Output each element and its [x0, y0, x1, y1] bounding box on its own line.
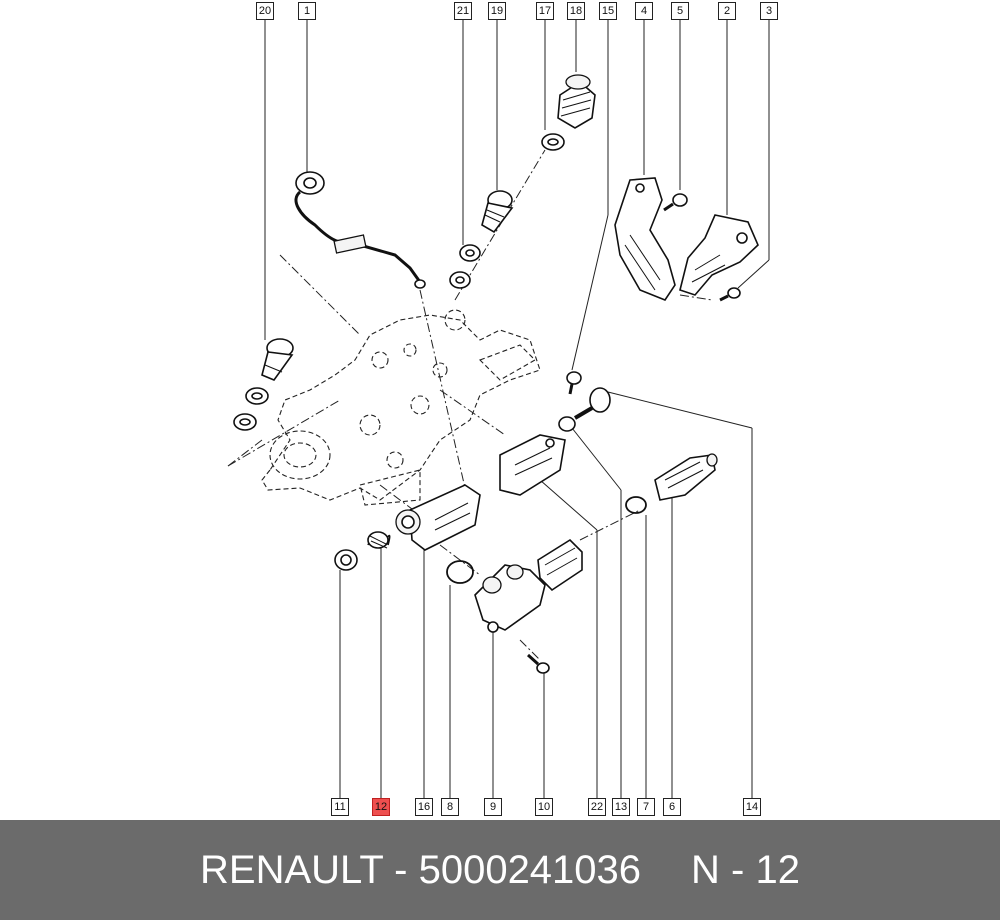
callout-18: 18	[567, 2, 585, 20]
callout-22: 22	[588, 798, 606, 816]
callout-10: 10	[535, 798, 553, 816]
part-16-housing	[395, 484, 481, 551]
callout-11: 11	[331, 798, 349, 816]
part-15-screw	[566, 371, 582, 395]
callout-4: 4	[635, 2, 653, 20]
part-10-screw	[526, 653, 550, 674]
position-label: N - 12	[691, 848, 800, 892]
part-3-screw	[719, 287, 741, 302]
brand-name: RENAULT	[200, 848, 384, 892]
part-2-bracket	[679, 214, 759, 296]
callout-12-highlighted: 12	[372, 798, 390, 816]
leader-lines	[264, 19, 770, 800]
part-11-plug	[334, 549, 358, 571]
callout-20: 20	[256, 2, 274, 20]
callout-5: 5	[671, 2, 689, 20]
injection-pump-body	[261, 309, 541, 506]
part-18-solenoid	[541, 74, 596, 151]
callout-16: 16	[415, 798, 433, 816]
part-4-bracket	[614, 177, 676, 301]
callout-15: 15	[599, 2, 617, 20]
diagram-drawing	[227, 19, 770, 800]
callout-21: 21	[454, 2, 472, 20]
callout-2: 2	[718, 2, 736, 20]
part-6-sensor	[654, 453, 718, 501]
part-number: 5000241036	[418, 848, 642, 892]
callout-3: 3	[760, 2, 778, 20]
part-8-o-ring	[446, 560, 474, 584]
part-info-footer: RENAULT - 5000241036 N - 12	[0, 820, 1000, 920]
part-7-o-ring	[625, 496, 647, 514]
part-22-lever-housing	[499, 434, 566, 496]
part-5-screw	[663, 193, 688, 212]
callout-6: 6	[663, 798, 681, 816]
callout-9: 9	[484, 798, 502, 816]
part-19-banjo-bolt	[481, 190, 514, 234]
callout-1: 1	[298, 2, 316, 20]
part-9-head-block	[474, 564, 546, 633]
callout-19: 19	[488, 2, 506, 20]
callout-14: 14	[743, 798, 761, 816]
callout-7: 7	[637, 798, 655, 816]
callout-8: 8	[441, 798, 459, 816]
exploded-parts-diagram	[227, 19, 770, 800]
separator: -	[383, 848, 419, 892]
callout-13: 13	[612, 798, 630, 816]
callout-17: 17	[536, 2, 554, 20]
part-20-bolt	[233, 338, 294, 431]
part-14-adjuster-screw	[558, 387, 611, 432]
part-21-washers	[449, 244, 481, 289]
part-1-fuel-pipe	[294, 171, 426, 289]
part-actuator-cylinder	[537, 538, 583, 592]
part-12-spring	[367, 531, 391, 549]
